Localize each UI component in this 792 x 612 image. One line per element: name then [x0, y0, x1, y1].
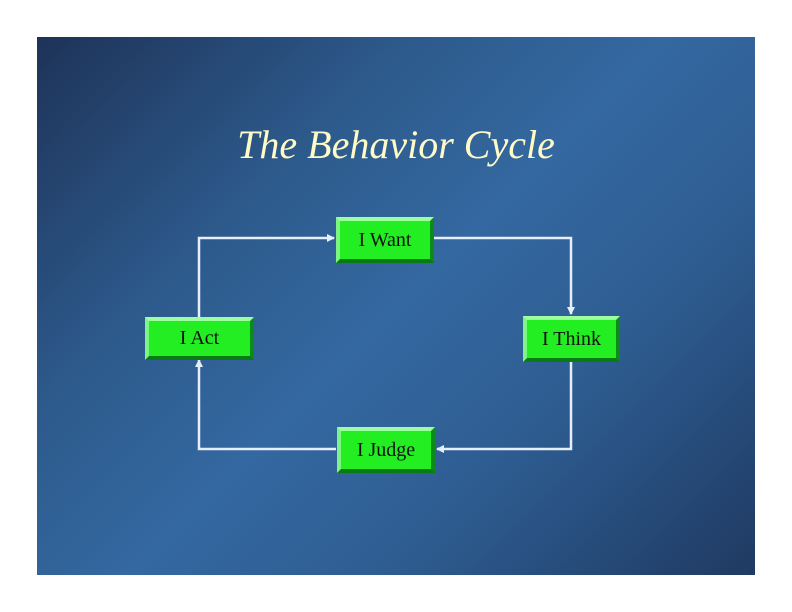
slide-title: The Behavior Cycle — [237, 122, 555, 167]
edge-think-to-judge — [436, 362, 573, 453]
edge-act-to-want — [197, 234, 335, 317]
node-i-want-label: I Want — [358, 228, 412, 251]
node-i-think: I Think — [523, 316, 620, 362]
node-i-act-label: I Act — [179, 327, 220, 349]
node-i-act: I Act — [145, 317, 254, 360]
node-i-want: I Want — [336, 217, 434, 263]
edge-want-to-think — [434, 236, 575, 315]
slide: The Behavior Cycle I Want I Think I Judg… — [37, 37, 755, 575]
edge-judge-to-act — [195, 359, 336, 451]
node-i-judge-label: I Judge — [356, 438, 416, 461]
node-i-think-label: I Think — [541, 327, 602, 350]
node-i-judge: I Judge — [337, 427, 435, 473]
cycle-connectors — [195, 234, 575, 453]
